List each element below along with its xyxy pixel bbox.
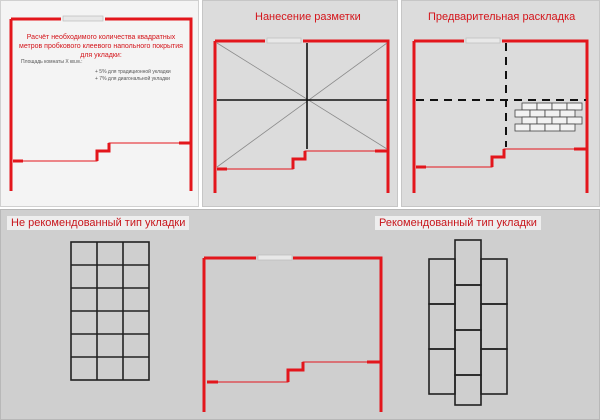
staggered-pattern-recommended [428,239,508,406]
recommended-title: Рекомендованный тип укладки [375,216,541,230]
door-opening [257,254,293,261]
diagonal-line [216,42,388,168]
door-opening [62,15,104,22]
option-diagonal: + 7% для диагональной укладки [95,76,170,82]
room-plan-bottom [202,254,383,412]
calc-title: Расчёт необходимого количества квадратны… [19,34,183,59]
area-label: Площадь комнаты Х кв.м.: [21,59,83,65]
panel-layout: Предварительная раскладка [401,0,600,207]
grid-pattern-not-recommended [70,241,150,381]
door-opening [465,37,501,44]
panel-marking: Нанесение разметки [202,0,398,207]
not-recommended-title: Не рекомендованный тип укладки [7,216,190,230]
layout-title: Предварительная раскладка [428,11,576,23]
room-plan-layout [412,37,589,193]
room-plan-marking [213,37,390,193]
door-opening [266,37,302,44]
room-plan-calculation [9,15,193,191]
panel-calculation: Расчёт необходимого количества квадратны… [0,0,199,207]
option-traditional: + 5% для традиционной укладки [95,69,171,75]
laying-types-diagram [70,239,508,412]
tile-stack [514,102,583,132]
marking-title: Нанесение разметки [255,11,361,23]
diagonal-line [216,42,388,150]
panel-laying-types: Не рекомендованный тип укладки Рекомендо… [0,209,600,420]
